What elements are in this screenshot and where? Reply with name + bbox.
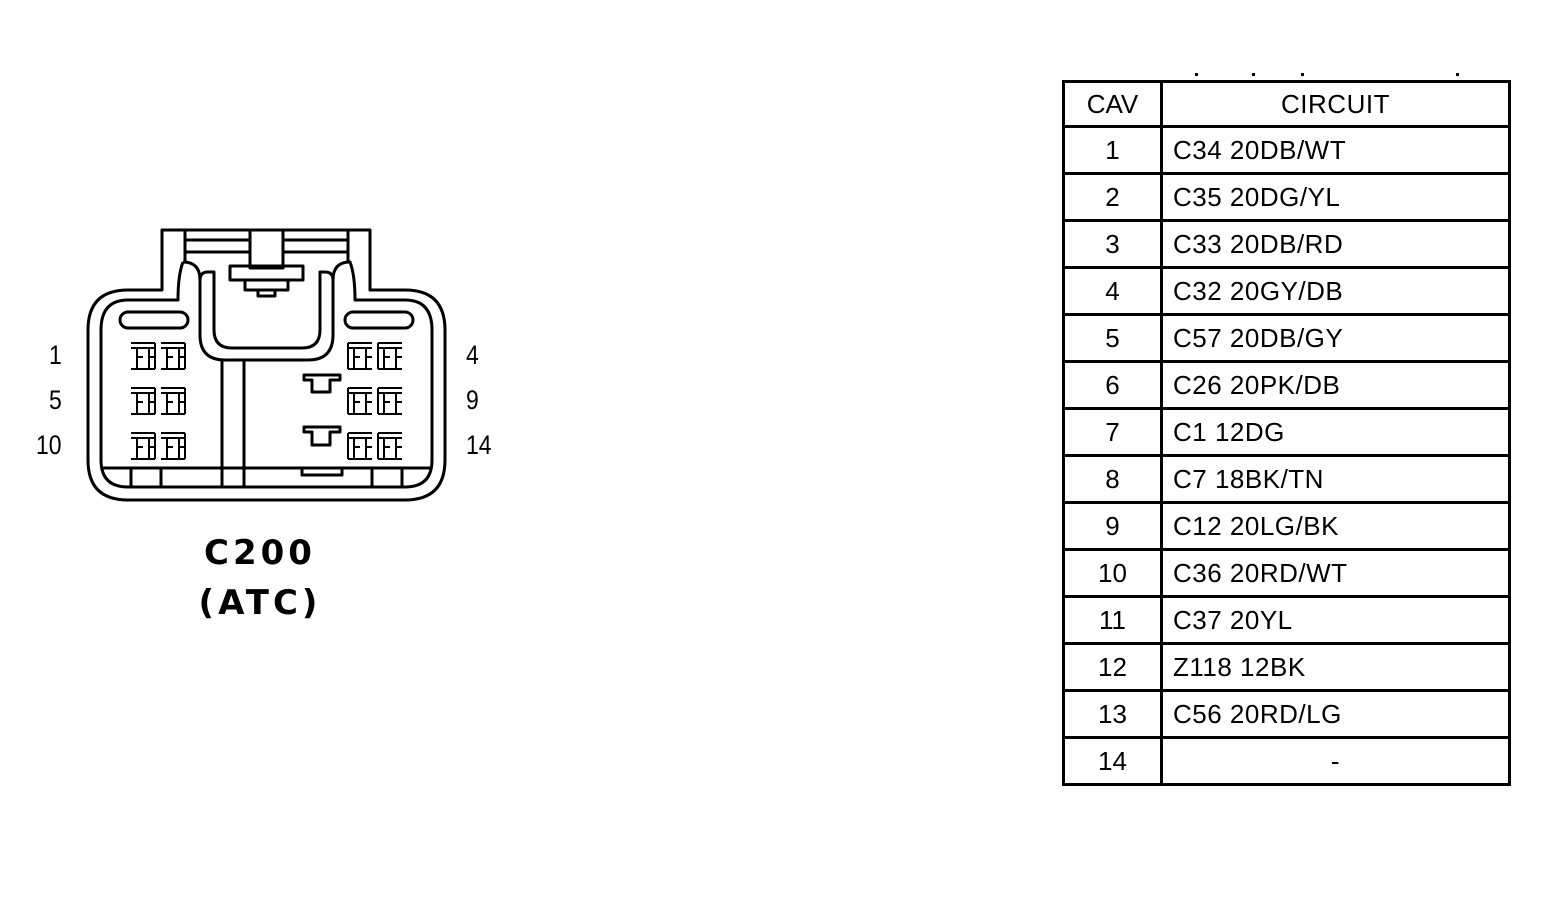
cav-cell: 13 [1062,689,1163,739]
cav-cell: 12 [1062,642,1163,692]
circuit-cell: C7 18BK/TN [1160,454,1511,504]
cav-cell: 2 [1062,172,1163,222]
circuit-cell: C57 20DB/GY [1160,313,1511,363]
cav-cell: 9 [1062,501,1163,551]
connector-subtitle: (ATC) [198,583,322,623]
circuit-cell: C35 20DG/YL [1160,172,1511,222]
pin-label-right-2: 9 [466,385,479,415]
cav-cell: 8 [1062,454,1163,504]
connector-outer-shell [86,228,447,502]
cavity-6 [161,387,186,415]
cav-cell: 14 [1062,736,1163,786]
cavity-4 [377,342,402,370]
pin-label-left-2: 5 [49,385,62,415]
cav-cell: 7 [1062,407,1163,457]
cav-cell: 1 [1062,125,1163,175]
circuit-cell: C1 12DG [1160,407,1511,457]
cavity-5 [131,387,156,415]
cavity-1 [131,342,156,370]
cavity-9 [377,387,402,415]
connector-face-diagram [86,228,447,502]
pin-label-left-1: 1 [49,340,62,370]
cav-cell: 5 [1062,313,1163,363]
table-tick-marks [1062,70,1512,82]
circuit-cell: C37 20YL [1160,595,1511,645]
connector-name: C200 [204,533,316,573]
header-circuit: CIRCUIT [1160,80,1511,128]
cav-cell: 6 [1062,360,1163,410]
circuit-cell: C34 20DB/WT [1160,125,1511,175]
cavity-8 [347,387,372,415]
circuit-cell: C12 20LG/BK [1160,501,1511,551]
cav-cell: 4 [1062,266,1163,316]
circuit-cell: C36 20RD/WT [1160,548,1511,598]
cavity-10 [131,432,156,460]
table-row: 14- [1062,736,1511,786]
cavity-3 [347,342,372,370]
key-slot-right [343,310,415,330]
cav-cell: 11 [1062,595,1163,645]
connector-inner-shell [99,260,434,489]
cav-cell: 3 [1062,219,1163,269]
cavity-11 [161,432,186,460]
cavity-14 [377,432,402,460]
circuit-cell: - [1160,736,1511,786]
pin-label-right-1: 4 [466,340,479,370]
key-slot-left [118,310,190,330]
circuit-cell: C26 20PK/DB [1160,360,1511,410]
cavity-2 [161,342,186,370]
circuit-cell: Z118 12BK [1160,642,1511,692]
table-header-row: CAV CIRCUIT [1062,80,1511,128]
pin-label-right-3: 14 [466,430,492,460]
circuit-cell: C32 20GY/DB [1160,266,1511,316]
header-cav: CAV [1062,80,1163,128]
pin-label-left-3: 10 [36,430,62,460]
cav-cell: 10 [1062,548,1163,598]
cavity-13 [347,432,372,460]
circuit-cell: C33 20DB/RD [1160,219,1511,269]
circuit-cell: C56 20RD/LG [1160,689,1511,739]
